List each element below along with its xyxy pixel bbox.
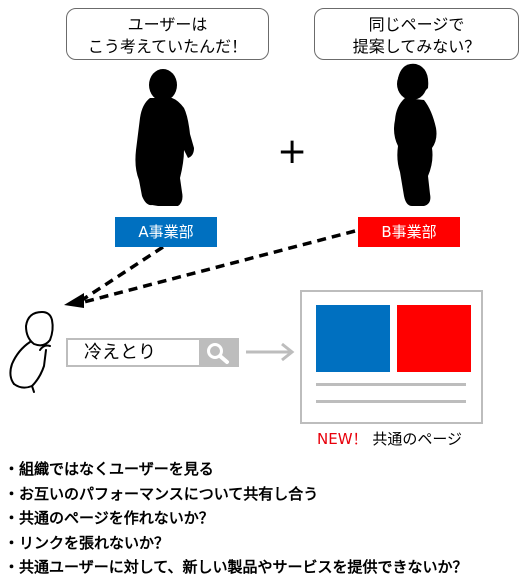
thinking-person-icon <box>9 310 54 393</box>
plus-sign: + <box>277 131 308 172</box>
man-silhouette-icon <box>135 69 194 206</box>
new-page-title: 共通のページ <box>372 430 463 448</box>
bullet-list: ・組織ではなくユーザーを見る ・お互いのパフォーマンスについて共有し合う ・共通… <box>4 457 468 580</box>
list-item: ・組織ではなくユーザーを見る <box>4 460 214 478</box>
arrow-b-to-user <box>83 229 356 304</box>
arrow-a-to-user <box>81 245 164 302</box>
page-text-line <box>316 400 466 403</box>
list-item: ・共通ユーザーに対して、新しい製品やサービスを提供できないか？ <box>4 558 468 576</box>
common-page-mockup <box>300 290 483 424</box>
bubble-user-thought: ユーザーは こう考えていたんだ！ <box>66 8 269 60</box>
list-item: ・リンクを張れないか？ <box>4 533 170 552</box>
bubble-user-line1: ユーザーは <box>127 15 208 34</box>
bubble-proposal: 同じページで 提案してみない？ <box>314 8 519 60</box>
list-item: ・お互いのパフォーマンスについて共有し合う <box>4 484 319 503</box>
woman-silhouette-icon <box>394 63 437 206</box>
bubble-proposal-line2: 提案してみない？ <box>352 37 481 56</box>
search-query: 冷えとり <box>84 342 156 363</box>
page-text-line <box>316 383 466 386</box>
page-block-blue <box>316 305 390 372</box>
page-block-red <box>397 305 471 372</box>
bubble-proposal-line1: 同じページで <box>368 15 465 34</box>
arrow-search-head-icon <box>281 342 295 362</box>
bubble-user-line2: こう考えていたんだ！ <box>87 37 248 56</box>
new-label: NEW！ <box>317 430 368 448</box>
arrowhead-icon <box>64 293 84 308</box>
magnifier-icon <box>207 343 229 364</box>
list-item: ・共通のページを作れないか？ <box>4 509 214 527</box>
search-button[interactable] <box>199 340 237 365</box>
new-page-caption: NEW！ 共通のページ <box>317 429 462 449</box>
search-box[interactable]: 冷えとり <box>66 338 239 367</box>
dept-a-label: A事業部 <box>115 217 217 247</box>
dept-b-label: B事業部 <box>358 217 460 247</box>
